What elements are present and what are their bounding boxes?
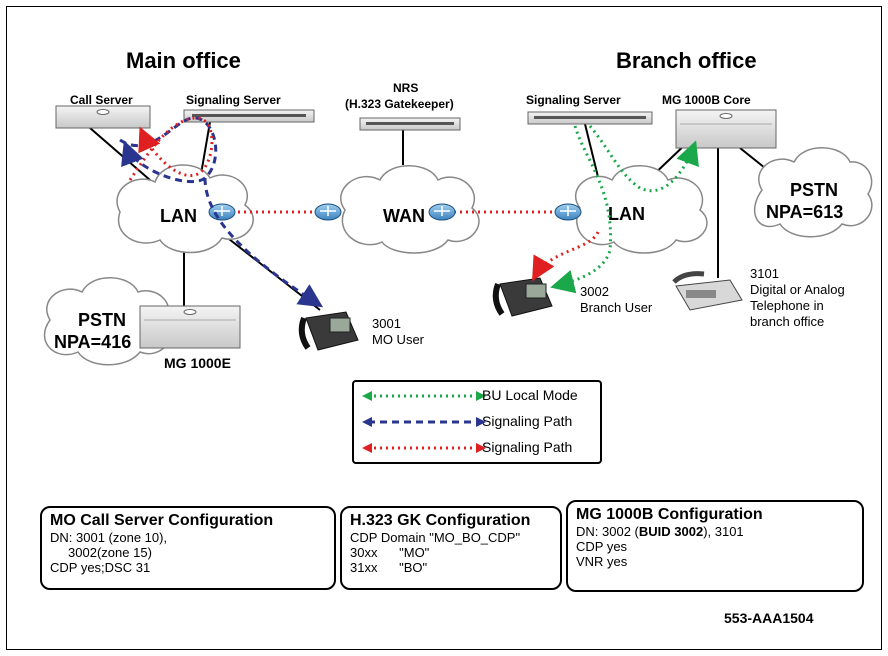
- legend-swatch-green: [362, 391, 486, 401]
- pstn-branch-label: PSTN: [790, 180, 838, 200]
- bo-signaling-server-icon: [527, 111, 653, 125]
- router-icon: [428, 203, 456, 221]
- mo-config-box: MO Call Server Configuration DN: 3001 (z…: [40, 506, 336, 590]
- nrs-label: NRS: [393, 81, 418, 95]
- gk-config-box: H.323 GK Configuration CDP Domain "MO_BO…: [340, 506, 562, 590]
- mg-dn-suffix: ), 3101: [703, 524, 744, 539]
- document-id: 553-AAA1504: [724, 610, 814, 626]
- lan-main-label: LAN: [160, 206, 197, 226]
- mg1000e-icon: [139, 305, 241, 349]
- mg-config-dn-line: DN: 3002 (BUID 3002), 3101: [576, 524, 854, 539]
- legend-item: Signaling Path: [354, 412, 604, 432]
- legend-label: BU Local Mode: [482, 387, 578, 403]
- pstn-branch-npa: NPA=613: [766, 202, 843, 222]
- mo-user-label: MO User: [372, 332, 425, 347]
- pstn-main-npa: NPA=416: [54, 332, 131, 352]
- branch-user-ext: 3002: [580, 284, 609, 299]
- gk-config-title: H.323 GK Configuration: [350, 512, 531, 529]
- bo-signaling-server-label: Signaling Server: [526, 93, 621, 107]
- call-server-label: Call Server: [70, 93, 133, 107]
- branch-user-phone-icon: [492, 277, 553, 317]
- mo-signaling-server-icon: [183, 109, 315, 123]
- mg-config-box: MG 1000B Configuration DN: 3002 (BUID 30…: [566, 500, 864, 592]
- pstn-main-label: PSTN: [78, 310, 126, 330]
- wan-cloud: [340, 165, 480, 254]
- mo-config-line: CDP yes;DSC 31: [50, 560, 151, 575]
- legend-swatch-blue: [362, 417, 486, 427]
- router-icon: [314, 203, 342, 221]
- mg-config-title: MG 1000B Configuration: [576, 506, 763, 523]
- branch-office-heading: Branch office: [616, 48, 757, 73]
- diagram-frame: [6, 6, 882, 650]
- call-server-icon: [55, 105, 151, 129]
- pstn-branch-cloud: [753, 147, 873, 238]
- legend-item: BU Local Mode: [354, 386, 604, 406]
- analog-ext: 3101: [750, 266, 779, 281]
- green-local-mode-path-to-core: [588, 125, 699, 193]
- nrs-server-icon: [359, 117, 461, 131]
- lan-main-cloud: [116, 164, 254, 254]
- mg-dn-prefix: DN: 3002 (: [576, 524, 639, 539]
- gk-config-line: CDP Domain "MO_BO_CDP": [350, 530, 521, 545]
- mg-config-line: VNR yes: [576, 554, 628, 569]
- wan-label: WAN: [383, 206, 425, 226]
- router-icon: [554, 203, 582, 221]
- mo-config-title: MO Call Server Configuration: [50, 512, 274, 529]
- legend-item: Signaling Path: [354, 438, 604, 458]
- mo-signaling-server-label: Signaling Server: [186, 93, 281, 107]
- blue-signaling-path-to-phone: [203, 177, 324, 308]
- mg1000b-core-icon: [675, 109, 777, 149]
- gk-config-line: 31xx "BO": [350, 560, 428, 575]
- mo-user-phone-icon: [298, 311, 359, 351]
- analog-desc-3: branch office: [750, 314, 824, 329]
- mg-buid: BUID 3002: [638, 524, 704, 539]
- lan-branch-cloud: [574, 165, 708, 254]
- mo-user-ext: 3001: [372, 316, 401, 331]
- legend-swatch-red: [362, 443, 486, 453]
- legend: BU Local Mode Signaling Path Signaling P…: [352, 380, 602, 464]
- analog-desc-1: Digital or Analog: [750, 282, 845, 297]
- analog-phone-icon: [672, 271, 743, 311]
- legend-label: Signaling Path: [482, 439, 573, 455]
- mo-config-line: DN: 3001 (zone 10),: [50, 530, 168, 545]
- analog-desc-2: Telephone in: [750, 298, 824, 313]
- lan-branch-label: LAN: [608, 204, 645, 224]
- red-signaling-path-loop: [128, 116, 214, 181]
- branch-user-label: Branch User: [580, 300, 653, 315]
- mo-config-line: 3002(zone 15): [50, 545, 152, 560]
- main-office-heading: Main office: [126, 48, 241, 73]
- legend-label: Signaling Path: [482, 413, 573, 429]
- mg1000b-core-label: MG 1000B Core: [662, 93, 751, 107]
- gk-config-line: 30xx "MO": [350, 545, 430, 560]
- mg-config-line: CDP yes: [576, 539, 628, 554]
- mg1000e-label: MG 1000E: [164, 355, 231, 371]
- nrs-gatekeeper-label: (H.323 Gatekeeper): [345, 97, 454, 111]
